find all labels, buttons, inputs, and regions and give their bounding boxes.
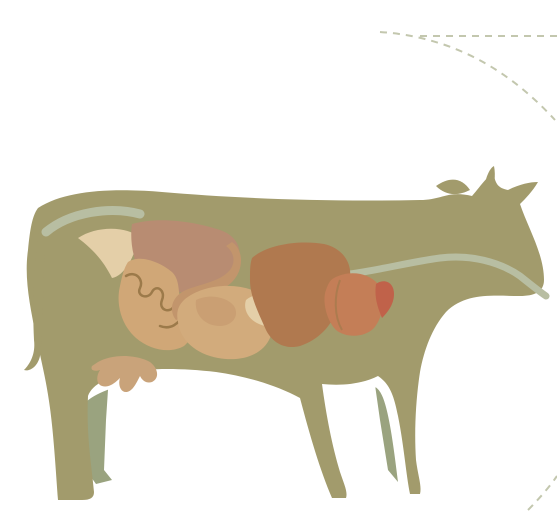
dashed-guide-top bbox=[380, 32, 555, 120]
dashed-guide-bottom bbox=[528, 476, 557, 510]
liver bbox=[324, 273, 382, 336]
